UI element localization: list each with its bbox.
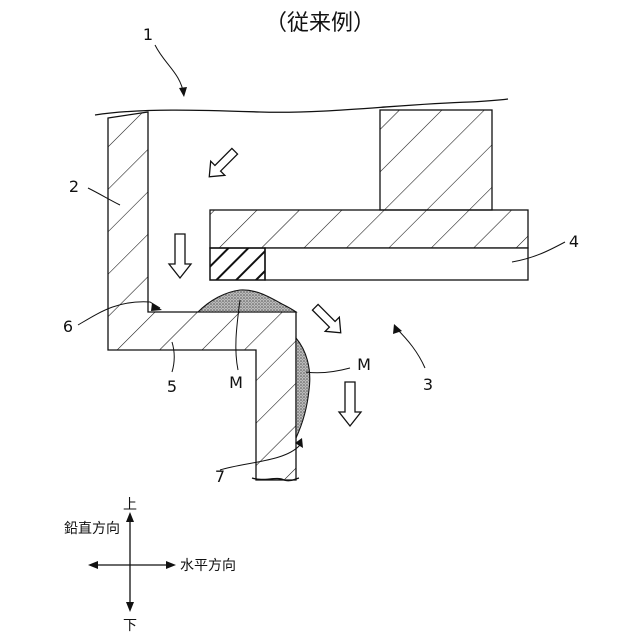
- flow-arrow-down-right: [339, 382, 361, 426]
- flow-arrow-diagonal-upper: [202, 144, 242, 184]
- ref-label-1: 1: [143, 25, 153, 44]
- leader-1: [155, 45, 184, 95]
- axis-label-up: 上: [123, 497, 137, 513]
- ref-label-m-left: M: [229, 373, 243, 392]
- leader-6-head: [151, 303, 162, 311]
- ref-label-5: 5: [167, 377, 177, 396]
- leader-1-head: [179, 87, 187, 97]
- leader-3: [396, 328, 425, 368]
- figure-title: （従来例）: [265, 11, 375, 36]
- axis-label-down: 下: [123, 618, 137, 634]
- axis-label-horizontal: 水平方向: [180, 558, 236, 574]
- leader-m-right: [306, 368, 350, 373]
- plate-4-upper: [210, 210, 528, 248]
- ref-label-m-right: M: [357, 355, 371, 374]
- axis-label-vertical: 鉛直方向: [64, 520, 120, 537]
- ref-label-4: 4: [569, 232, 579, 251]
- deposit-m-wall: [296, 338, 310, 438]
- plate-4-lower: [265, 248, 528, 280]
- flow-arrow-down-left: [169, 234, 191, 278]
- flow-arrow-diagonal-lower: [308, 300, 348, 340]
- ref-label-7: 7: [215, 467, 225, 486]
- seal-block: [210, 248, 265, 280]
- ref-label-6: 6: [63, 317, 73, 336]
- deposit-m-corner: [198, 290, 296, 312]
- ref-label-3: 3: [423, 375, 433, 394]
- right-pillar: [380, 110, 492, 210]
- ref-label-2: 2: [69, 177, 79, 196]
